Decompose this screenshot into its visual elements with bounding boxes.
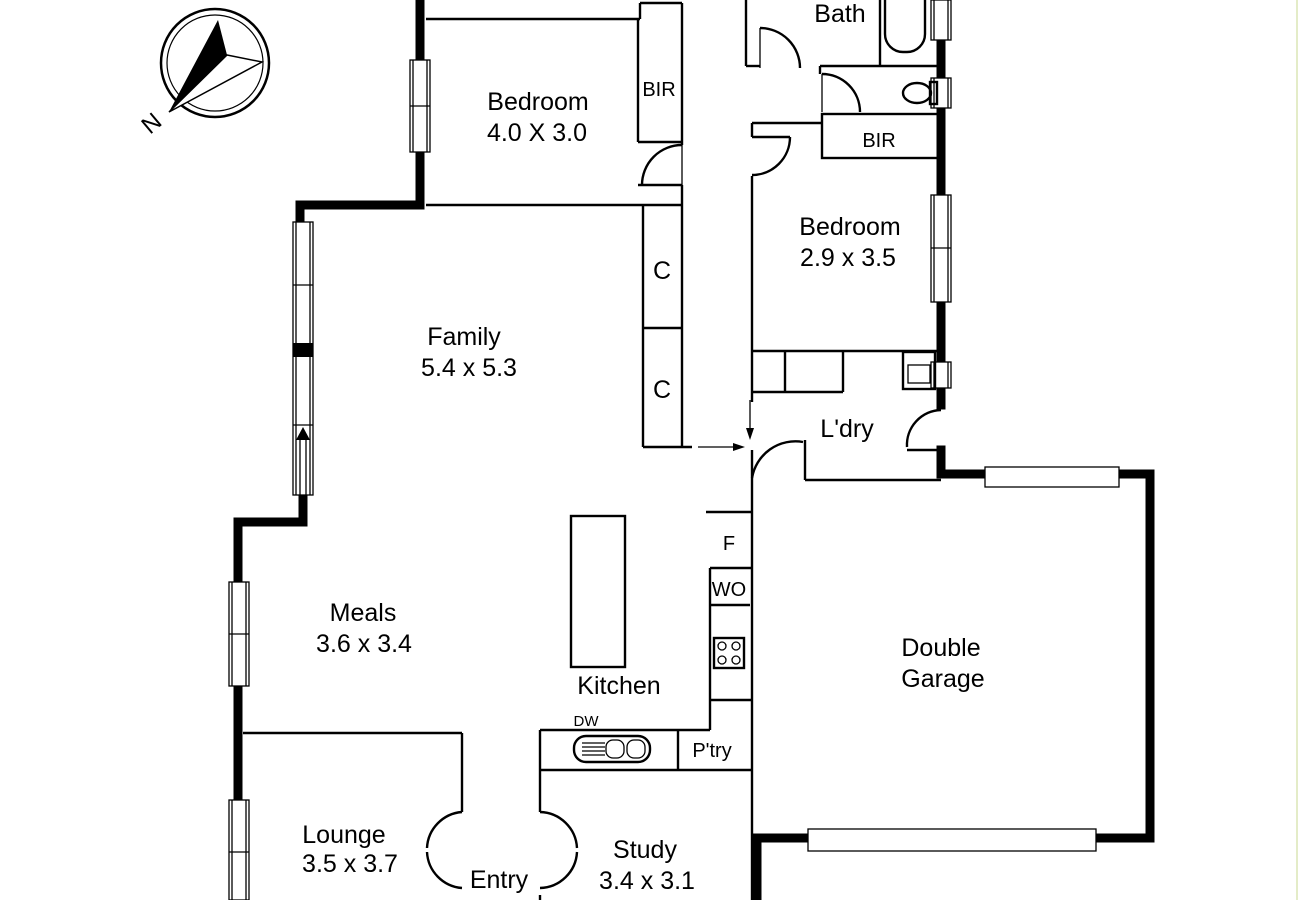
entry-label: Entry: [470, 866, 529, 894]
bedroom1-size: 4.0 X 3.0: [487, 119, 587, 147]
interior-walls: [243, 0, 941, 900]
cooktop-icon: [712, 636, 746, 670]
fridge-label: F: [723, 533, 735, 555]
bedroom1-robe-label: BIR: [642, 79, 675, 101]
garage-label-line1: Double: [901, 634, 980, 662]
toilet-icon: [901, 80, 939, 106]
study-size: 3.4 x 3.1: [599, 867, 695, 895]
room-labels: Bath Bedroom 4.0 X 3.0 BIR BIR Bedroom 2…: [302, 0, 985, 895]
bedroom2-label: Bedroom: [799, 213, 900, 241]
garage-label-line2: Garage: [901, 665, 984, 693]
cupboard-label: C: [653, 257, 671, 285]
external-walls: [233, 0, 1155, 900]
bedroom2-size: 2.9 x 3.5: [800, 244, 896, 272]
bath-label: Bath: [814, 0, 865, 28]
island-bench: [569, 514, 627, 669]
north-compass-icon: N: [137, 7, 271, 140]
study-label: Study: [613, 836, 677, 864]
family-size: 5.4 x 5.3: [421, 354, 517, 382]
pantry-label: P'try: [692, 740, 731, 762]
meals-size: 3.6 x 3.4: [316, 630, 412, 658]
laundry-label: L'dry: [820, 415, 874, 443]
entry-arrow-icon: [296, 400, 754, 495]
doors: [425, 26, 942, 890]
cupboard-label: C: [653, 376, 671, 404]
meals-label: Meals: [330, 599, 397, 627]
lounge-label: Lounge: [302, 821, 385, 849]
compass-north-label: N: [137, 108, 168, 140]
bedroom2-robe-label: BIR: [862, 130, 895, 152]
kitchen-label: Kitchen: [577, 672, 660, 700]
sink-icon: [572, 734, 652, 764]
dishwasher-label: DW: [574, 713, 600, 730]
windows: [228, 0, 1120, 900]
fixtures: [296, 80, 939, 764]
family-label: Family: [427, 323, 501, 351]
wall-oven-label: WO: [712, 579, 746, 601]
bedroom1-label: Bedroom: [487, 88, 588, 116]
lounge-size: 3.5 x 3.7: [302, 850, 398, 878]
